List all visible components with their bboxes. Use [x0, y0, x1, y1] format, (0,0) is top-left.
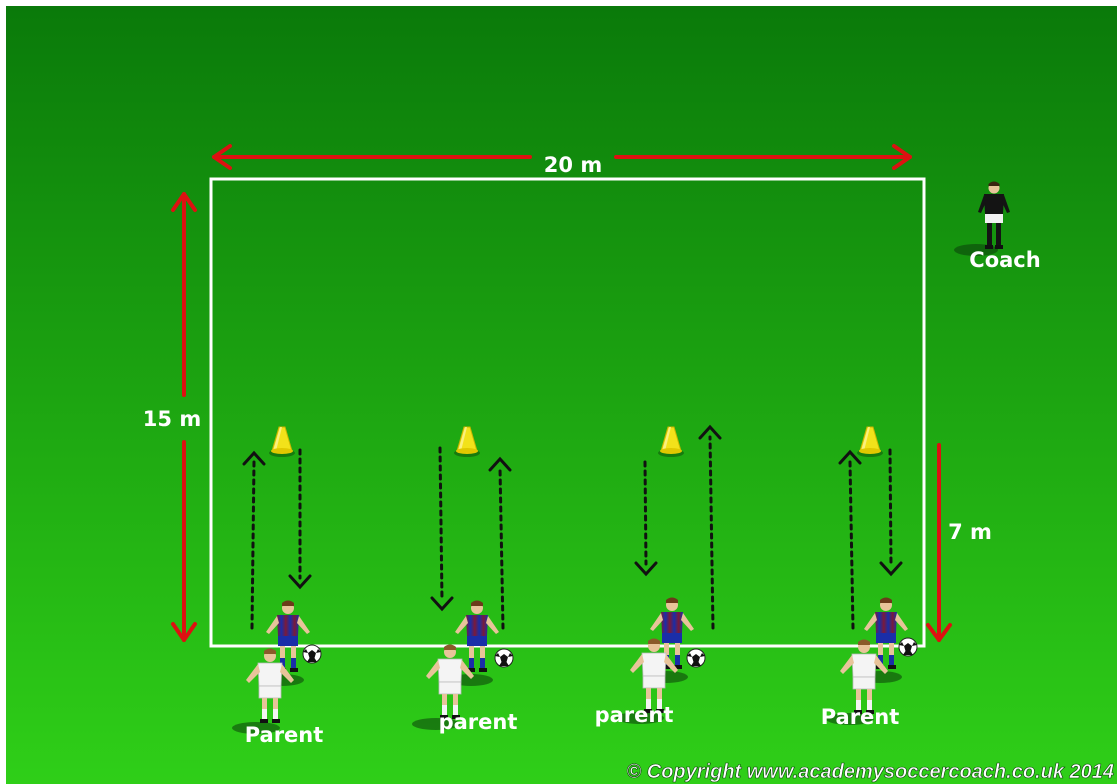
station-label: Parent — [245, 723, 324, 747]
ball — [899, 638, 917, 656]
copyright-text: © Copyright www.academysoccercoach.co.uk… — [626, 761, 1114, 783]
station-label: parent — [595, 703, 674, 727]
station-label: Parent — [821, 705, 900, 729]
width-label: 20 m — [544, 153, 602, 177]
side-label: 7 m — [948, 520, 992, 544]
ball — [303, 645, 321, 663]
coach-label: Coach — [969, 248, 1040, 272]
station-label: parent — [439, 710, 518, 734]
height-label: 15 m — [143, 407, 201, 431]
ball — [495, 649, 513, 667]
ball — [687, 649, 705, 667]
grass-background — [6, 6, 1117, 784]
